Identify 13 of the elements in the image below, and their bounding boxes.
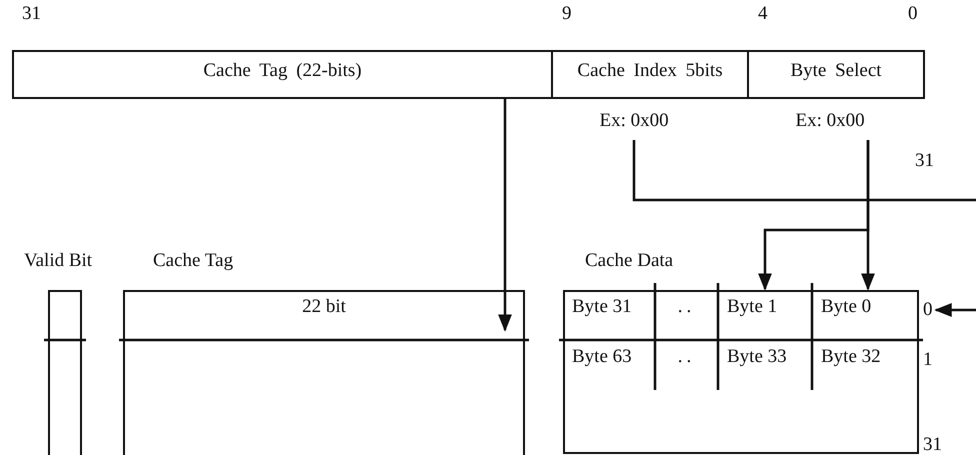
bit-number: 1 <box>923 349 932 371</box>
field-width-text: 22 bit <box>301 296 347 318</box>
bit-number: 31 <box>22 3 41 25</box>
bit-number: 31 <box>915 150 934 172</box>
column-heading: Valid Bit <box>24 250 92 272</box>
bit-number: 0 <box>908 3 918 25</box>
bit-number: 4 <box>758 3 768 25</box>
bit-number: 9 <box>562 3 572 25</box>
column-heading: Cache Data <box>585 250 674 272</box>
example-value: Ex: 0x00 <box>796 110 865 132</box>
example-value: Ex: 0x00 <box>600 110 669 132</box>
bit-number: 31 <box>923 434 942 455</box>
column-heading: Cache Tag <box>153 250 234 272</box>
